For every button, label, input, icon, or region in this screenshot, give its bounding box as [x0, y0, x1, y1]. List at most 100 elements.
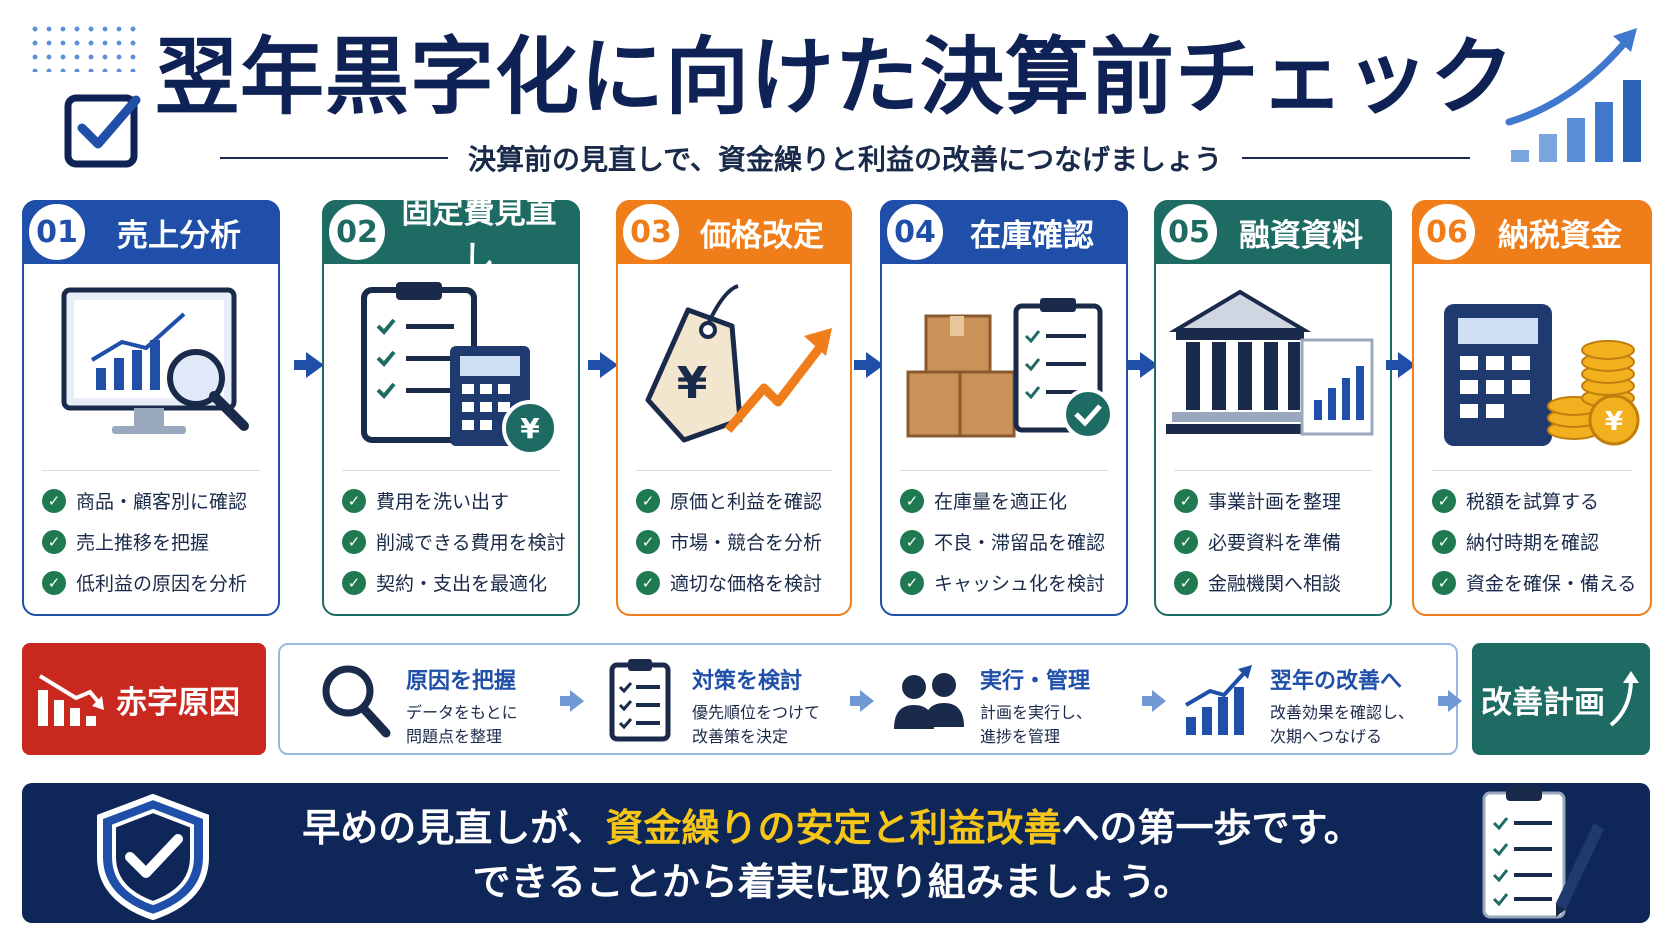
flow-step: 原因を把握 データをもとに 問題点を整理	[316, 657, 518, 747]
check-icon: ✓	[636, 488, 660, 513]
item-text: 削減できる費用を検討	[376, 532, 566, 554]
check-icon: ✓	[1432, 488, 1456, 513]
card-divider	[636, 470, 832, 471]
flow-step-desc: 計画を実行し、	[980, 703, 1093, 722]
clipboard-pen-icon	[1482, 785, 1604, 919]
card-number: 01	[26, 201, 88, 263]
check-icon: ✓	[900, 488, 924, 513]
footer-message: 早めの見直しが、資金繰りの安定と利益改善への第一歩です。 できることから着実に取…	[262, 801, 1402, 909]
improvement-plan-box: 改善計画	[1472, 643, 1650, 755]
list-item: ✓市場・競合を分析	[636, 521, 842, 562]
check-icon: ✓	[1432, 570, 1456, 595]
card-title: 融資資料	[1239, 217, 1363, 254]
magnifier-icon	[322, 665, 391, 738]
flow-step-desc: 進捗を管理	[980, 727, 1061, 746]
check-icon: ✓	[1174, 488, 1198, 513]
card-title: 固定費見直し	[401, 195, 557, 276]
item-text: 納付時期を確認	[1466, 532, 1600, 554]
list-item: ✓ 税額を試算する	[1432, 480, 1642, 521]
list-item: ✓ 売上推移を把握	[42, 521, 270, 562]
list-item: ✓ 納付時期を確認	[1432, 521, 1642, 562]
check-icon: ✓	[1174, 529, 1198, 554]
improvement-plan-label: 改善計画	[1481, 684, 1605, 721]
check-icon: ✓	[636, 570, 660, 595]
check-icon: ✓	[42, 529, 66, 554]
shield-check-icon	[97, 793, 209, 921]
arrow-right-icon	[1142, 690, 1166, 712]
list-item: ✓費用を洗い出す	[342, 480, 570, 521]
footer-line-2: できることから着実に取り組みましょう。	[472, 860, 1192, 904]
arrow-right-icon	[854, 352, 884, 378]
check-icon: ✓	[1432, 529, 1456, 554]
flow-step-desc: 改善効果を確認し、	[1270, 703, 1415, 722]
card-title: 価格改定	[700, 217, 824, 254]
item-text: 資金を確保・備える	[1466, 573, 1637, 595]
footer-text-part: 早めの見直しが、	[302, 806, 606, 850]
card-number: 04	[884, 201, 946, 263]
arrow-right-icon	[560, 690, 584, 712]
check-icon: ✓	[900, 529, 924, 554]
card-checklist: ✓ 税額を試算する ✓ 納付時期を確認 ✓ 資金を確保・備える	[1432, 480, 1642, 603]
arrow-right-icon	[294, 352, 324, 378]
rising-chart-icon	[1184, 665, 1252, 735]
divider-line	[1242, 157, 1471, 159]
card-price-revision: 03 価格改定 ¥ ✓原価と利益を確認 ✓市場・競合を分析 ✓適切な価格を検討	[616, 200, 852, 616]
card-checklist: ✓費用を洗い出す ✓ 削減できる費用を検討 ✓ 契約・支出を最適化	[342, 480, 570, 603]
clipboard-calculator-yen-icon: ¥	[361, 282, 558, 456]
flow-step-desc: データをもとに	[406, 703, 518, 722]
item-text: 税額を試算する	[1466, 491, 1600, 513]
card-number: 06	[1416, 201, 1478, 263]
bank-document-icon	[1166, 289, 1374, 436]
arrow-right-icon	[1386, 352, 1416, 378]
flow-step-desc: 問題点を整理	[406, 727, 503, 746]
card-sales-analysis: 01 売上分析 ✓商品・顧客別に確認 ✓売上推移を把握 ✓低利益の原因を分析	[22, 200, 280, 616]
card-header: 02 固定費見直し	[322, 195, 580, 276]
card-divider	[1174, 470, 1372, 471]
flow-step: 対策を検討 優先順位をつけて 改善策を決定	[602, 657, 820, 747]
card-checklist: ✓事業計画を整理 ✓ 必要資料を準備 ✓金融機関へ相談	[1174, 480, 1382, 603]
item-text: 不良・滞留品を確認	[934, 532, 1106, 554]
item-text: 在庫量を適正化	[934, 491, 1068, 513]
card-divider	[342, 470, 560, 471]
check-icon: ✓	[42, 488, 66, 513]
list-item: ✓ 不良・滞留品を確認	[900, 521, 1118, 562]
footer-banner: 早めの見直しが、資金繰りの安定と利益改善への第一歩です。 できることから着実に取…	[22, 783, 1650, 923]
decorative-dots	[28, 22, 138, 72]
card-title: 納税資金	[1498, 217, 1622, 254]
list-item: ✓事業計画を整理	[1174, 480, 1382, 521]
list-item: ✓ 資金を確保・備える	[1432, 562, 1642, 603]
calculator-coins-icon: ¥	[1444, 304, 1640, 446]
page-subtitle: 決算前の見直しで、資金繰りと利益の改善につなげましょう	[467, 143, 1223, 176]
item-text: 売上推移を把握	[76, 532, 210, 554]
flow-step: 翌年の改善へ 改善効果を確認し、 次期へつなげる	[1180, 657, 1414, 747]
check-icon: ✓	[342, 529, 366, 554]
item-text: 必要資料を準備	[1208, 532, 1342, 554]
check-icon: ✓	[342, 570, 366, 595]
arrow-right-icon	[1128, 352, 1158, 378]
svg-text:¥: ¥	[1605, 407, 1623, 437]
item-text: 商品・顧客別に確認	[76, 491, 248, 513]
list-item: ✓ 適切な価格を検討	[636, 562, 842, 603]
card-checklist: ✓ 在庫量を適正化 ✓ 不良・滞留品を確認 ✓キャッシュ化を検討	[900, 480, 1118, 603]
card-checklist: ✓原価と利益を確認 ✓市場・競合を分析 ✓適切な価格を検討	[636, 480, 842, 603]
people-icon	[894, 673, 964, 729]
card-checklist: ✓ 商品・顧客別に確認 ✓ 売上推移を把握 ✓低利益の原因を分析	[42, 480, 270, 603]
card-header: 05 融資資料	[1154, 200, 1392, 264]
growth-chart-icon	[1505, 28, 1641, 162]
list-item: ✓金融機関へ相談	[1174, 562, 1382, 603]
card-header: 03 価格改定	[616, 200, 852, 264]
subtitle-row: 決算前の見直しで、資金繰りと利益の改善につなげましょう	[220, 138, 1471, 178]
flow-step-desc: 優先順位をつけて	[692, 703, 821, 722]
flow-step-title: 原因を把握	[406, 669, 517, 694]
flow-step-desc: 次期へつなげる	[1270, 727, 1383, 746]
item-text: 適切な価格を検討	[670, 573, 823, 595]
item-text: 契約・支出を最適化	[376, 573, 548, 595]
check-icon: ✓	[1174, 570, 1198, 595]
card-number: 03	[620, 201, 682, 263]
list-item: ✓ 契約・支出を最適化	[342, 562, 570, 603]
card-header: 04 在庫確認	[880, 200, 1128, 264]
card-divider	[1432, 470, 1632, 471]
list-item: ✓低利益の原因を分析	[42, 562, 270, 603]
card-divider	[42, 470, 260, 471]
list-item: ✓キャッシュ化を検討	[900, 562, 1118, 603]
